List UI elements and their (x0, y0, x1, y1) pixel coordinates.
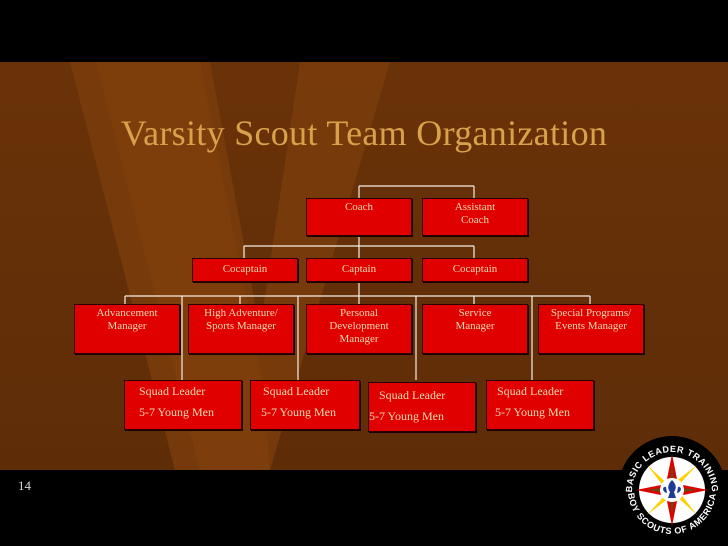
squad-box-4: Squad Leader 5-7 Young Men (486, 380, 594, 430)
captain-label: Captain (341, 263, 377, 275)
manager-label-line1: Advancement (96, 307, 158, 319)
high-adventure-manager-box: High Adventure/ Sports Manager (188, 304, 294, 354)
manager-label-line3: Manager (339, 333, 379, 345)
cocaptain-left-label: Cocaptain (222, 263, 268, 275)
page-number: 14 (18, 478, 31, 493)
manager-label-line2: Sports Manager (206, 320, 276, 332)
squad-members-label: 5-7 Young Men (261, 405, 337, 419)
manager-label-line2: Manager (455, 320, 495, 332)
squad-box-2: Squad Leader 5-7 Young Men (250, 380, 360, 430)
manager-label-line1: Special Programs/ (550, 307, 632, 319)
assistant-coach-box: Assistant Coach (422, 198, 528, 236)
bsa-training-logo: BASIC LEADER TRAINING BOY SCOUTS OF AMER… (618, 436, 726, 544)
coach-label: Coach (344, 201, 374, 213)
manager-label-line1: High Adventure/ (204, 307, 278, 319)
bsa-fleur-de-lis-icon (663, 480, 681, 498)
assistant-coach-label-line1: Assistant (454, 201, 496, 213)
slide-title: Varsity Scout Team Organization (120, 113, 608, 153)
manager-label-line1: Service (458, 307, 492, 319)
squad-members-label: 5-7 Young Men (369, 409, 445, 423)
squad-leader-label: Squad Leader (263, 384, 330, 398)
advancement-manager-box: Advancement Manager (74, 304, 180, 354)
cocaptain-right-label: Cocaptain (452, 263, 498, 275)
assistant-coach-label-line2: Coach (460, 214, 490, 226)
cocaptain-left-box: Cocaptain (192, 258, 298, 282)
coach-box: Coach (306, 198, 412, 236)
squad-leader-label: Squad Leader (379, 388, 446, 402)
manager-label-line2: Events Manager (555, 320, 627, 332)
personal-development-manager-box: Personal Development Manager (306, 304, 412, 354)
service-manager-box: Service Manager (422, 304, 528, 354)
captain-box: Captain (306, 258, 412, 282)
squad-leader-label: Squad Leader (497, 384, 564, 398)
manager-label-line1: Personal (340, 307, 378, 319)
squad-members-label: 5-7 Young Men (139, 405, 215, 419)
cocaptain-right-box: Cocaptain (422, 258, 528, 282)
manager-label-line2: Manager (107, 320, 147, 332)
squad-leader-label: Squad Leader (139, 384, 206, 398)
manager-label-line2: Development (329, 320, 389, 332)
squad-box-3: Squad Leader 5-7 Young Men (368, 382, 476, 432)
squad-members-label: 5-7 Young Men (495, 405, 571, 419)
squad-box-1: Squad Leader 5-7 Young Men (124, 380, 242, 430)
special-programs-manager-box: Special Programs/ Events Manager (538, 304, 644, 354)
